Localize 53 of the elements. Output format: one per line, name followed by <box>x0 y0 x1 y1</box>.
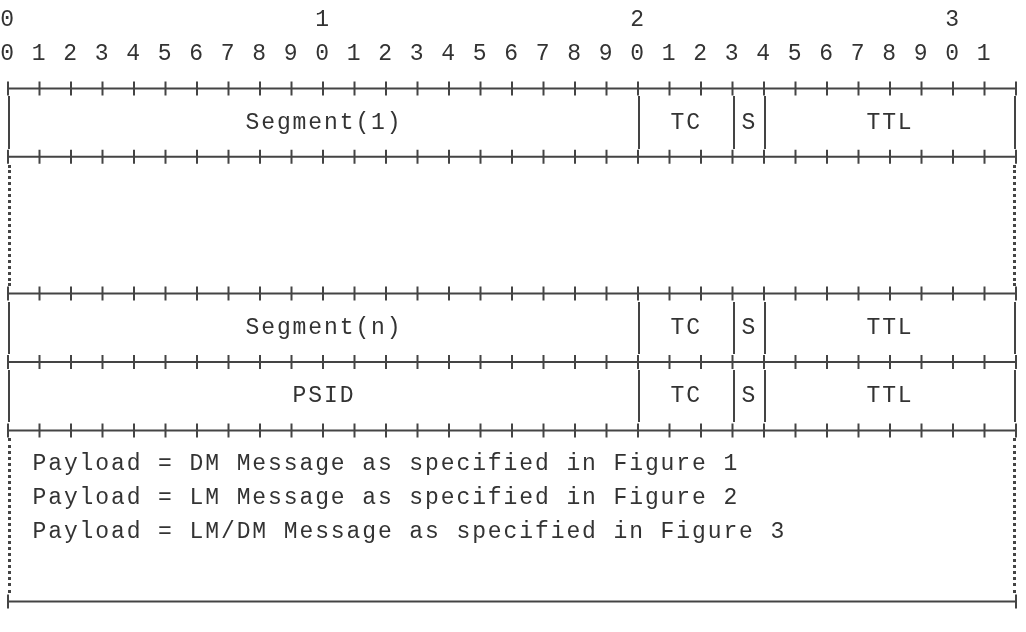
bit-number: 8 <box>882 40 898 70</box>
bit-number: 6 <box>189 40 205 70</box>
bit-number: 0 <box>945 40 961 70</box>
bit-number: 1 <box>315 6 331 35</box>
packet-field: Segment(n) <box>8 301 638 354</box>
packet-field: S <box>732 301 764 354</box>
bit-number: 9 <box>913 40 930 70</box>
packet-field: PSID <box>8 370 638 423</box>
payload-field <box>8 438 1016 594</box>
bit-number: 2 <box>378 40 394 70</box>
packet-field: S <box>732 96 764 149</box>
bit-number: 0 <box>0 40 16 70</box>
bit-number: 3 <box>945 6 961 35</box>
bit-number: 9 <box>283 40 300 70</box>
bit-number: 0 <box>630 40 646 70</box>
bit-number: 5 <box>787 40 804 70</box>
packet-field: TTL <box>764 370 1016 423</box>
bit-number: 9 <box>598 40 615 70</box>
packet-field: TTL <box>764 301 1016 354</box>
bit-number: 0 <box>0 6 16 35</box>
packet-field: TC <box>638 301 733 354</box>
bit-number: 1 <box>31 40 48 70</box>
bit-number: 8 <box>252 40 268 70</box>
bit-number: 5 <box>472 40 489 70</box>
packet-field: Segment(1) <box>8 96 638 149</box>
payload-text: Payload = LM Message as specified in Figure 2 <box>32 484 740 514</box>
bit-number: 3 <box>724 40 741 70</box>
bit-number: 1 <box>976 40 993 70</box>
bit-number: 4 <box>756 40 772 70</box>
bit-number: 7 <box>535 40 552 70</box>
bit-number: 4 <box>126 40 142 70</box>
bit-number: 7 <box>220 40 237 70</box>
elided-fields <box>8 164 1016 286</box>
bit-number: 6 <box>504 40 520 70</box>
packet-field: TC <box>638 96 733 149</box>
packet-field: TTL <box>764 96 1016 149</box>
payload-text: Payload = DM Message as specified in Figure 1 <box>32 450 740 480</box>
bit-number: 8 <box>567 40 583 70</box>
bit-number: 1 <box>661 40 678 70</box>
payload-text: Payload = LM/DM Message as specified in Figure 3 <box>32 518 787 548</box>
bit-number: 2 <box>63 40 79 70</box>
bit-number: 7 <box>850 40 867 70</box>
bit-number: 1 <box>346 40 363 70</box>
bit-number: 2 <box>630 6 646 35</box>
packet-field: S <box>732 370 764 423</box>
bit-number: 6 <box>819 40 835 70</box>
packet-field: TC <box>638 370 733 423</box>
bit-number: 2 <box>693 40 709 70</box>
bit-number: 0 <box>315 40 331 70</box>
bit-number: 3 <box>409 40 426 70</box>
bit-number: 5 <box>157 40 174 70</box>
bit-number: 4 <box>441 40 457 70</box>
bit-number: 3 <box>94 40 111 70</box>
